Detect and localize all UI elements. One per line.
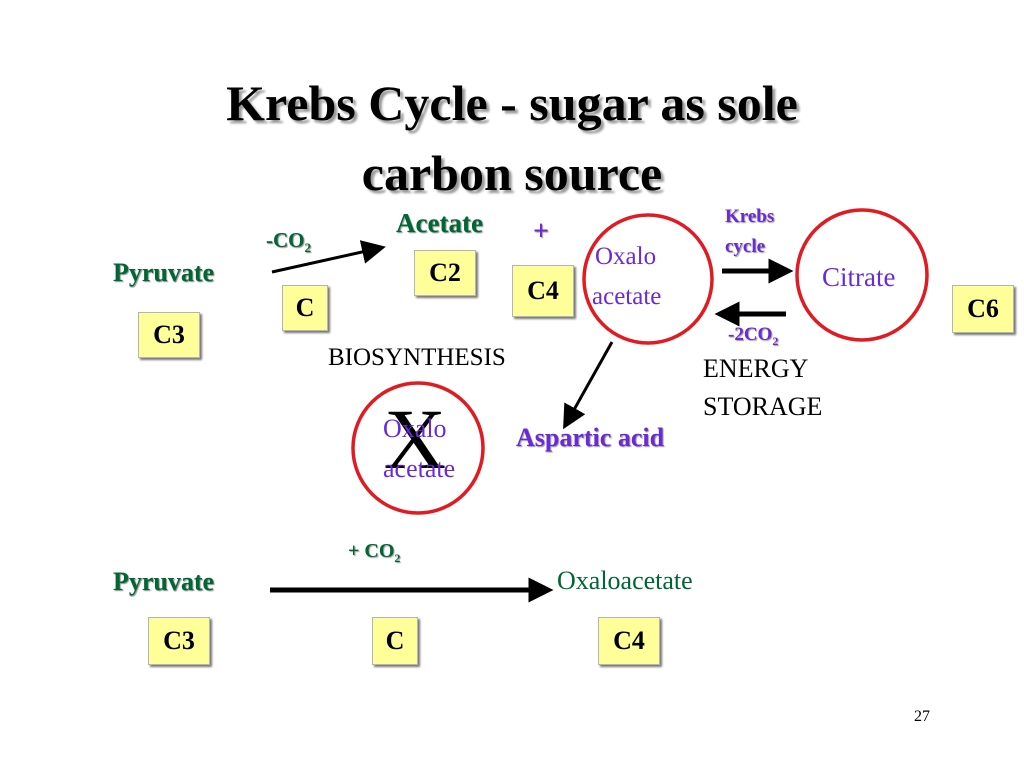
acetate-label: Acetate bbox=[396, 208, 483, 238]
oxaloacetate-circle bbox=[582, 213, 714, 345]
slide-title-line2: carbon source bbox=[361, 145, 663, 201]
arrow-oxalo-to-aspartic bbox=[563, 341, 614, 430]
blocked-x-mark: X bbox=[384, 391, 447, 487]
biosynthesis-label: BIOSYNTHESIS bbox=[328, 344, 506, 371]
plus-co2-label: + CO2 bbox=[348, 540, 401, 565]
krebs-cycle-line1: Krebs bbox=[725, 206, 775, 227]
carbon-lost-box: C bbox=[282, 285, 328, 331]
plus-sign: + bbox=[533, 216, 549, 247]
bottom-oxaloacetate-label: Oxaloacetate bbox=[557, 566, 693, 595]
bottom-pyruvate-label: Pyruvate bbox=[113, 567, 215, 596]
minus-2co2-label: -2CO2 bbox=[728, 324, 779, 348]
citrate-circle bbox=[795, 208, 929, 342]
pyruvate-carbon-box: C3 bbox=[138, 312, 200, 358]
blocked-oxalo-line1: Oxalo bbox=[383, 414, 447, 443]
minus-co2-label: -CO2 bbox=[266, 228, 311, 256]
acetate-carbon-box: C2 bbox=[414, 250, 476, 296]
citrate-carbon-box: C6 bbox=[952, 285, 1014, 333]
energy-storage-line2: STORAGE bbox=[703, 392, 823, 421]
oxalo-label-line1: Oxalo bbox=[595, 243, 657, 270]
energy-storage-line1: ENERGY bbox=[703, 354, 809, 383]
blocked-oxalo-circle bbox=[351, 381, 485, 515]
krebs-cycle-line2: cycle bbox=[725, 236, 766, 257]
aspartic-acid-label: Aspartic acid bbox=[516, 423, 665, 452]
page-number: 27 bbox=[914, 708, 930, 725]
blocked-oxalo-line2: acetate bbox=[383, 454, 456, 483]
oxaloacetate-carbon-box: C4 bbox=[512, 265, 574, 317]
bottom-pyruvate-carbon-box: C3 bbox=[148, 617, 210, 665]
citrate-label: Citrate bbox=[822, 262, 896, 292]
bottom-oxaloacetate-carbon-box: C4 bbox=[598, 617, 660, 665]
bottom-carbon-added-box: C bbox=[372, 617, 418, 665]
pyruvate-label: Pyruvate bbox=[113, 258, 215, 287]
arrow-pyruvate-to-acetate bbox=[271, 240, 386, 274]
oxalo-label-line2: acetate bbox=[592, 283, 662, 310]
slide-title-line1: Krebs Cycle - sugar as sole bbox=[226, 75, 798, 131]
